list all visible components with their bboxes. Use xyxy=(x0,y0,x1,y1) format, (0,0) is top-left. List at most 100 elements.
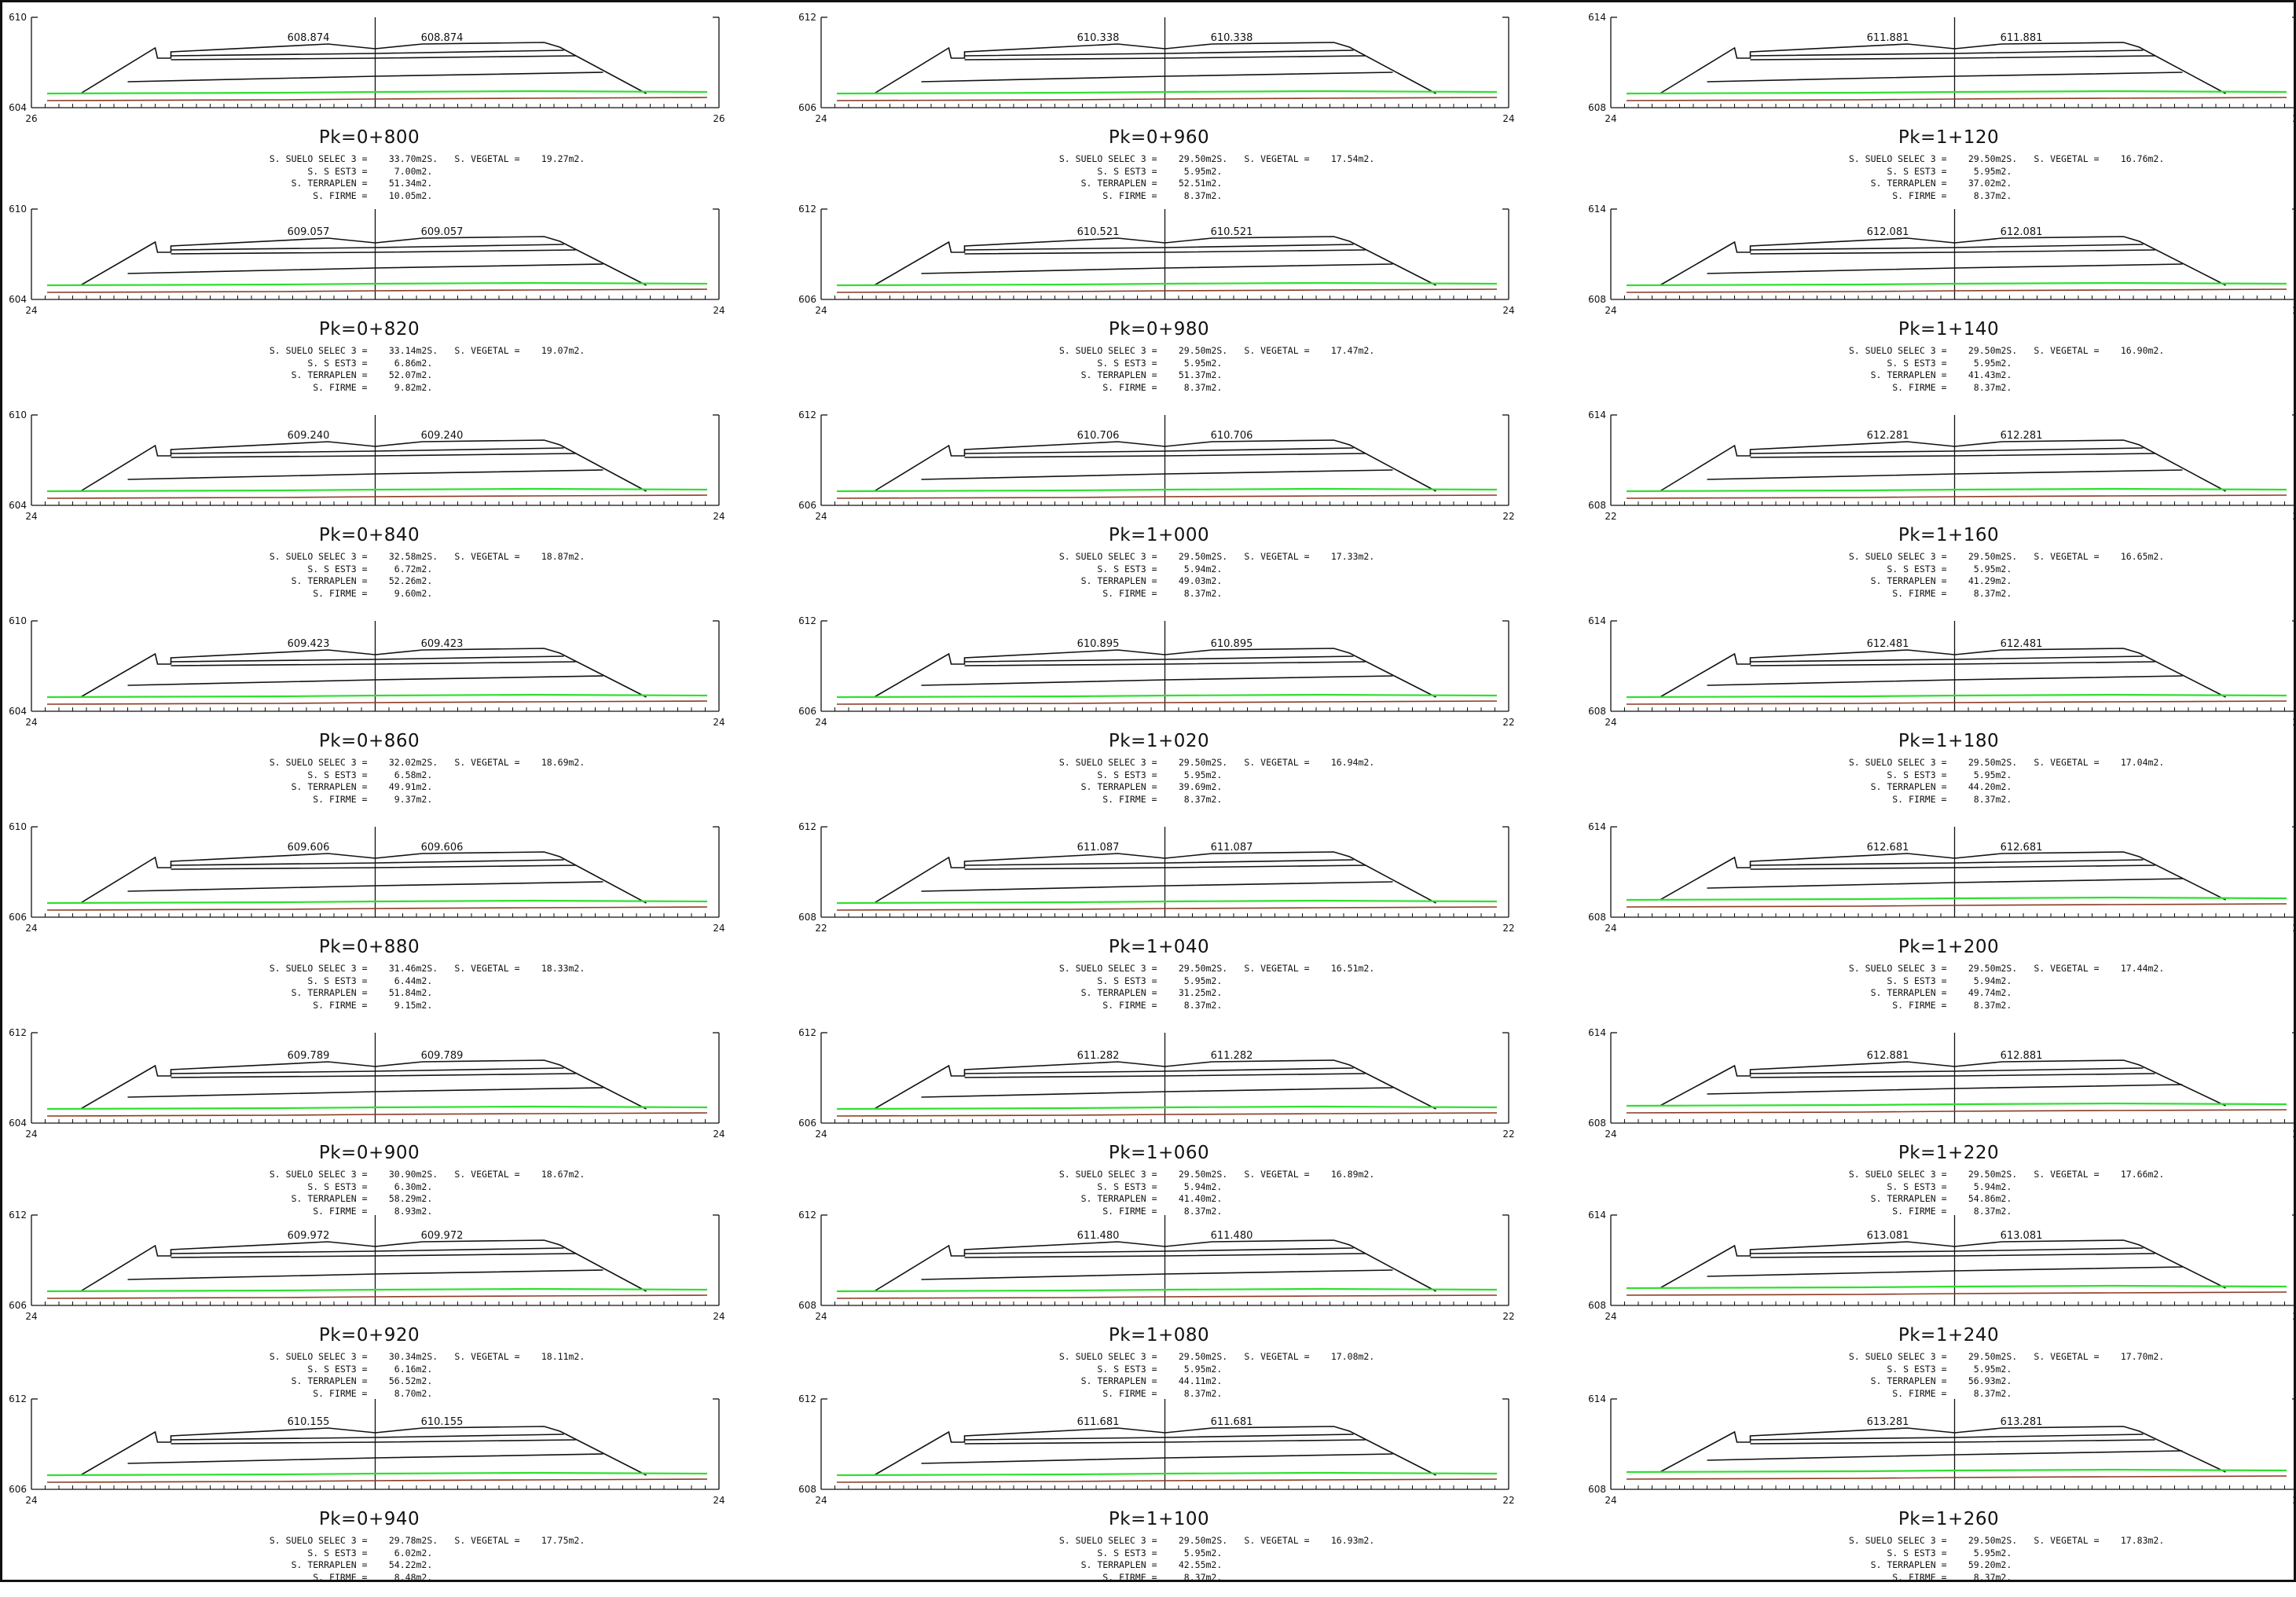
area-value: 29.50 xyxy=(1968,963,1996,974)
area-unit: m2. xyxy=(1995,357,2012,369)
vegetal-label: S. VEGETAL = xyxy=(454,963,520,974)
area-unit: m2S. xyxy=(1995,153,2018,164)
area-value: 42.55 xyxy=(1178,1559,1206,1570)
stripped-terrain-line xyxy=(836,906,1498,911)
right-grade-elevation: 608.874 xyxy=(421,32,464,44)
area-row-terraplen: S. TERRAPLEN =41.29m2. xyxy=(1837,575,2172,588)
area-row-firme: S. FIRME =9.37m2. xyxy=(258,794,592,806)
right-grade-elevation: 609.606 xyxy=(421,842,464,854)
area-unit: m2. xyxy=(1205,165,1223,177)
right-offset-label: 24 xyxy=(1502,305,1514,316)
area-unit: m2. xyxy=(1995,793,2012,805)
stripped-terrain-line xyxy=(836,288,1498,293)
left-grade-elevation: 611.881 xyxy=(1867,32,1909,44)
area-unit: m2. xyxy=(416,1571,433,1583)
area-value: 8.37 xyxy=(1183,1205,1206,1217)
area-label: S. SUELO SELEC 3 = xyxy=(1058,963,1157,974)
left-offset-label: 24 xyxy=(25,717,37,728)
right-grade-elevation: 612.281 xyxy=(2001,430,2043,442)
area-label: S. S EST3 = xyxy=(307,165,368,177)
elevation-top-label: 614 xyxy=(1588,12,1606,23)
right-offset-label: 22 xyxy=(1502,1311,1514,1322)
natural-terrain-line xyxy=(836,899,1498,905)
area-unit: m2S. xyxy=(1205,1535,1228,1546)
area-row-est3: S. S EST3 =5.94m2. xyxy=(1047,564,1382,576)
vegetal-label: S. VEGETAL = xyxy=(454,1351,520,1362)
area-row-suelo: S. SUELO SELEC 3 =29.50m2S.S. VEGETAL =1… xyxy=(1047,153,1382,166)
area-unit: m2. xyxy=(416,975,433,986)
area-unit: m2. xyxy=(1995,1375,2012,1386)
vegetal-unit: m2. xyxy=(1358,1351,1375,1362)
distance-ticks xyxy=(31,501,720,505)
stripped-terrain-line xyxy=(46,1294,708,1299)
vegetal-value: 17.54 xyxy=(1330,153,1359,164)
area-unit: m2. xyxy=(1995,369,2012,380)
area-unit: m2S. xyxy=(416,551,438,562)
embankment-profile xyxy=(1660,1239,2226,1289)
area-label: S. TERRAPLEN = xyxy=(291,781,368,792)
area-value: 30.90 xyxy=(388,1169,416,1180)
stripped-terrain-line xyxy=(46,700,708,705)
area-label: S. FIRME = xyxy=(1102,1571,1157,1583)
section-areas: S. SUELO SELEC 3 =29.50m2S.S. VEGETAL =1… xyxy=(1837,345,2172,394)
right-offset-label: 26 xyxy=(713,113,724,124)
area-label: S. S EST3 = xyxy=(307,975,368,986)
area-label: S. TERRAPLEN = xyxy=(291,369,368,380)
area-unit: m2S. xyxy=(416,1351,438,1362)
elevation-top-label: 612 xyxy=(798,1210,816,1221)
right-offset-label: 22 xyxy=(1502,1129,1514,1140)
embankment-profile xyxy=(80,1426,647,1476)
left-offset-label: 22 xyxy=(815,923,827,934)
area-row-suelo: S. SUELO SELEC 3 =29.50m2S.S. VEGETAL =1… xyxy=(1837,1535,2172,1547)
stripped-terrain-line xyxy=(836,494,1498,499)
area-value: 8.37 xyxy=(1973,999,1996,1011)
area-row-terraplen: S. TERRAPLEN =44.11m2. xyxy=(1047,1375,1382,1388)
area-row-est3: S. S EST3 =7.00m2. xyxy=(258,166,592,178)
natural-terrain-line xyxy=(836,90,1498,95)
elevation-top-label: 610 xyxy=(9,12,27,23)
elevation-bottom-label: 608 xyxy=(1588,1118,1606,1129)
area-unit: m2. xyxy=(1995,189,2012,201)
stripped-terrain-line xyxy=(46,97,708,101)
area-label: S. TERRAPLEN = xyxy=(1080,369,1157,380)
area-label: S. FIRME = xyxy=(313,1205,368,1217)
area-value: 41.40 xyxy=(1178,1193,1206,1204)
station-title: Pk=0+820 xyxy=(318,319,420,340)
stripped-terrain-line xyxy=(836,700,1498,705)
vegetal-unit: m2. xyxy=(2147,757,2165,768)
area-unit: m2S. xyxy=(1995,963,2018,974)
station-title: Pk=0+940 xyxy=(318,1509,420,1529)
section-areas: S. SUELO SELEC 3 =29.50m2S.S. VEGETAL =1… xyxy=(1837,551,2172,600)
area-row-est3: S. S EST3 =5.95m2. xyxy=(1047,358,1382,370)
elevation-top-label: 610 xyxy=(9,204,27,215)
area-label: S. FIRME = xyxy=(1892,587,1947,599)
area-label: S. S EST3 = xyxy=(307,563,368,575)
area-row-est3: S. S EST3 =5.95m2. xyxy=(1837,769,2172,782)
area-row-suelo: S. SUELO SELEC 3 =30.34m2S.S. VEGETAL =1… xyxy=(258,1351,592,1364)
natural-terrain-line xyxy=(836,1105,1498,1111)
area-unit: m2S. xyxy=(416,345,438,356)
vegetal-unit: m2. xyxy=(1358,551,1375,562)
area-unit: m2. xyxy=(1205,1363,1223,1375)
elevation-bottom-label: 608 xyxy=(798,1484,816,1495)
area-value: 29.50 xyxy=(1178,1535,1206,1546)
left-offset-label: 24 xyxy=(25,923,37,934)
section-areas: S. SUELO SELEC 3 =29.50m2S.S. VEGETAL =1… xyxy=(1047,757,1382,806)
area-value: 30.34 xyxy=(388,1351,416,1362)
right-offset-label: 24 xyxy=(713,717,724,728)
left-grade-elevation: 612.081 xyxy=(1867,226,1909,238)
area-value: 31.46 xyxy=(388,963,416,974)
vegetal-label: S. VEGETAL = xyxy=(1244,1351,1310,1362)
right-offset-label: 24 xyxy=(713,1311,724,1322)
section-areas: S. SUELO SELEC 3 =29.50m2S.S. VEGETAL =1… xyxy=(1047,153,1382,202)
area-value: 49.03 xyxy=(1178,575,1206,586)
vegetal-unit: m2. xyxy=(1358,153,1375,164)
left-grade-elevation: 611.480 xyxy=(1077,1230,1120,1242)
area-unit: m2. xyxy=(416,189,433,201)
